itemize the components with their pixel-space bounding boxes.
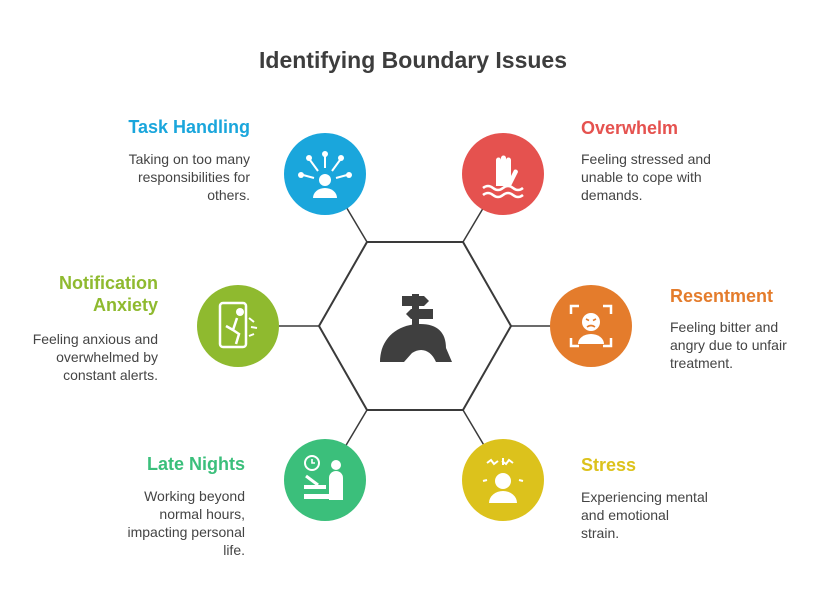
notification-desc-line-2: overwhelmed by xyxy=(56,349,158,365)
overwhelm-desc-line-1: Feeling stressed and xyxy=(581,151,711,167)
desk-clock-icon xyxy=(304,455,343,500)
resentment-desc-line-1: Feeling bitter and xyxy=(670,319,779,335)
late-desc-line-4: life. xyxy=(223,542,245,558)
notification-label-line-1: Notification xyxy=(59,273,158,293)
connector-late xyxy=(344,409,368,448)
stress-description: Experiencing mental and emotional strain… xyxy=(581,488,801,542)
late-desc-line-3: impacting personal xyxy=(127,524,245,540)
late-nights-node xyxy=(284,439,366,521)
stress-desc-line-2: and emotional xyxy=(581,507,669,523)
signpost-crossroad-icon xyxy=(380,294,452,362)
stress-desc-line-1: Experiencing mental xyxy=(581,489,708,505)
overwhelm-desc-line-3: demands. xyxy=(581,187,643,203)
notification-label-line-2: Anxiety xyxy=(92,295,158,315)
resentment-label: Resentment xyxy=(670,286,774,306)
connector-stress xyxy=(462,409,486,448)
task-handling-node xyxy=(284,133,366,215)
phone-alert-icon xyxy=(218,301,258,349)
angry-face-icon xyxy=(569,304,613,348)
notification-desc-line-1: Feeling anxious and xyxy=(32,331,158,347)
connector-overwhelm xyxy=(462,204,486,243)
person-network-icon xyxy=(298,151,352,198)
resentment-desc-line-3: treatment. xyxy=(670,355,734,371)
task-desc-line-3: others. xyxy=(207,187,250,203)
stressed-person-icon xyxy=(482,458,524,503)
late-desc-line-2: normal hours, xyxy=(159,506,245,522)
stress-desc-line-3: strain. xyxy=(581,525,620,541)
task-desc-line-2: responsibilities for xyxy=(137,169,250,185)
connector-task xyxy=(344,204,368,243)
overwhelm-desc-line-2: unable to cope with xyxy=(581,169,702,185)
notification-anxiety-label: Notification Anxiety xyxy=(0,272,158,316)
task-handling-description: Taking on too many responsibilities for … xyxy=(60,150,250,204)
late-desc-line-1: Working beyond xyxy=(144,488,245,504)
resentment-description: Feeling bitter and angry due to unfair t… xyxy=(670,318,820,372)
notification-anxiety-node xyxy=(197,285,279,367)
resentment-node xyxy=(550,285,632,367)
stress-node xyxy=(462,439,544,521)
task-handling-label: Task Handling xyxy=(128,117,250,137)
notification-desc-line-3: constant alerts. xyxy=(63,367,158,383)
overwhelm-description: Feeling stressed and unable to cope with… xyxy=(581,150,801,204)
stress-label: Stress xyxy=(581,455,637,475)
task-desc-line-1: Taking on too many xyxy=(128,151,250,167)
overwhelm-node xyxy=(462,133,544,215)
resentment-desc-line-2: angry due to unfair xyxy=(670,337,787,353)
page-title: Identifying Boundary Issues xyxy=(259,47,567,73)
overwhelm-label: Overwhelm xyxy=(581,118,679,138)
notification-anxiety-description: Feeling anxious and overwhelmed by const… xyxy=(0,330,158,384)
drowning-hand-icon xyxy=(482,155,524,199)
late-nights-description: Working beyond normal hours, impacting p… xyxy=(60,487,245,559)
late-nights-label: Late Nights xyxy=(146,454,245,474)
